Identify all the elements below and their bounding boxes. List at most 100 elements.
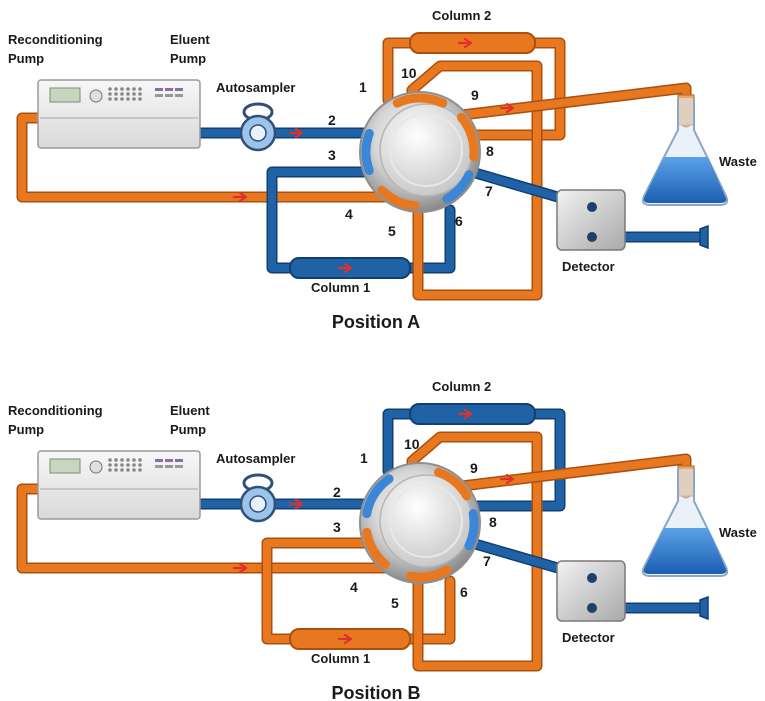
valve-arc-4-3	[362, 527, 390, 569]
valve-port-3: 3	[328, 147, 336, 163]
pump-keypad-dot	[132, 97, 136, 101]
valve-port-7: 7	[483, 553, 491, 569]
pump-keypad-dot	[138, 87, 142, 91]
flow-arrow-column2	[457, 408, 473, 420]
panel-title: Position A	[332, 312, 420, 332]
pump-keypad-dot	[108, 463, 112, 467]
valve-port-8: 8	[486, 143, 494, 159]
valve-port-10: 10	[404, 436, 420, 452]
pump-keypad-dot	[132, 468, 136, 472]
valve-arc-10-9	[434, 467, 472, 501]
waste-label: Waste	[719, 525, 757, 540]
valve-port-10: 10	[401, 65, 417, 81]
pump-indicator	[175, 94, 183, 97]
column2-label: Column 2	[432, 379, 491, 394]
valve-port-9: 9	[471, 87, 479, 103]
detector-unit	[556, 560, 626, 622]
valve-port-6: 6	[460, 584, 468, 600]
valve-arc-8-7	[464, 509, 479, 551]
valve-arc-6-5	[406, 565, 452, 582]
valve-port-8: 8	[489, 514, 497, 530]
pump-indicator	[155, 459, 163, 462]
pump-indicator	[175, 465, 183, 468]
valve-arc-7-6	[442, 170, 474, 204]
valve-port-3: 3	[333, 519, 341, 535]
pump-indicator	[165, 94, 173, 97]
pump-keypad-dot	[132, 92, 136, 96]
valve-port-1: 1	[360, 450, 368, 466]
valve-port-5: 5	[391, 595, 399, 611]
valve-port-2: 2	[333, 484, 341, 500]
column1-loop	[268, 168, 454, 272]
pump-indicator	[165, 88, 173, 91]
detector-label: Detector	[562, 259, 615, 274]
detector-label: Detector	[562, 630, 615, 645]
waste-line	[458, 84, 690, 126]
detector-inlet-port	[587, 573, 597, 583]
pump-keypad-dot	[120, 468, 124, 472]
valve-port-4: 4	[345, 206, 353, 222]
pump-keypad-dot	[114, 468, 118, 472]
flow-arrow-column2	[457, 37, 473, 49]
pump-keypad-dot	[108, 92, 112, 96]
valve-port-9: 9	[470, 460, 478, 476]
pump-dial-icon	[89, 89, 103, 103]
pump-keypad-dot	[138, 97, 142, 101]
autosampler-label: Autosampler	[216, 80, 295, 95]
flow-arrow-waste	[499, 473, 515, 485]
valve-arc-5-4	[377, 185, 420, 211]
pump-keypad-dot	[126, 463, 130, 467]
pump-indicator	[155, 94, 163, 97]
detector-inlet-port	[587, 202, 597, 212]
pump-keypad-dot	[132, 463, 136, 467]
pump-keypad-dot	[126, 458, 130, 462]
pump-keypad-dot	[120, 87, 124, 91]
pump-keypad-dot	[120, 97, 124, 101]
pump-keypad-dot	[138, 458, 142, 462]
column1-label: Column 1	[311, 651, 370, 666]
valve-rotor-ring	[389, 484, 463, 558]
bypass-loop	[408, 433, 541, 670]
bypass-loop	[408, 62, 541, 299]
valve-port-5: 5	[388, 223, 396, 239]
pump-keypad-dot	[126, 87, 130, 91]
valve-port-4: 4	[350, 579, 358, 595]
waste-liquid	[643, 157, 727, 203]
panel-title: Position B	[332, 683, 421, 701]
pump-indicator	[165, 459, 173, 462]
valve-port-7: 7	[485, 183, 493, 199]
valve-port-1: 1	[359, 79, 367, 95]
pump-display	[49, 458, 81, 474]
pump-keypad-dot	[114, 458, 118, 462]
column2-label: Column 2	[432, 8, 491, 23]
valve-port-6: 6	[455, 213, 463, 229]
pump-display	[49, 87, 81, 103]
pump-keypad-dot	[126, 468, 130, 472]
pump-indicator	[165, 465, 173, 468]
pump-dial-icon	[89, 460, 103, 474]
column2-loop	[384, 410, 564, 510]
column2-loop	[384, 39, 564, 139]
autosampler-center	[249, 124, 267, 142]
pump-indicator	[155, 88, 163, 91]
pump-keypad-dot	[114, 87, 118, 91]
column2	[409, 403, 536, 425]
waste-label: Waste	[719, 154, 757, 169]
valve-arc-9-8	[456, 112, 479, 162]
pump-keypad-dot	[114, 463, 118, 467]
column1-loop	[263, 539, 454, 643]
pump-keypad-dot	[138, 463, 142, 467]
flow-arrow-waste	[499, 102, 515, 114]
pump-keypad-dot	[114, 92, 118, 96]
pump-keypad-dot	[114, 97, 118, 101]
column2	[409, 32, 536, 54]
pump-keypad-dot	[126, 92, 130, 96]
valve-arc-3-2	[361, 129, 374, 175]
reconditioning-line	[18, 485, 389, 572]
reconditioning-line	[18, 114, 389, 201]
